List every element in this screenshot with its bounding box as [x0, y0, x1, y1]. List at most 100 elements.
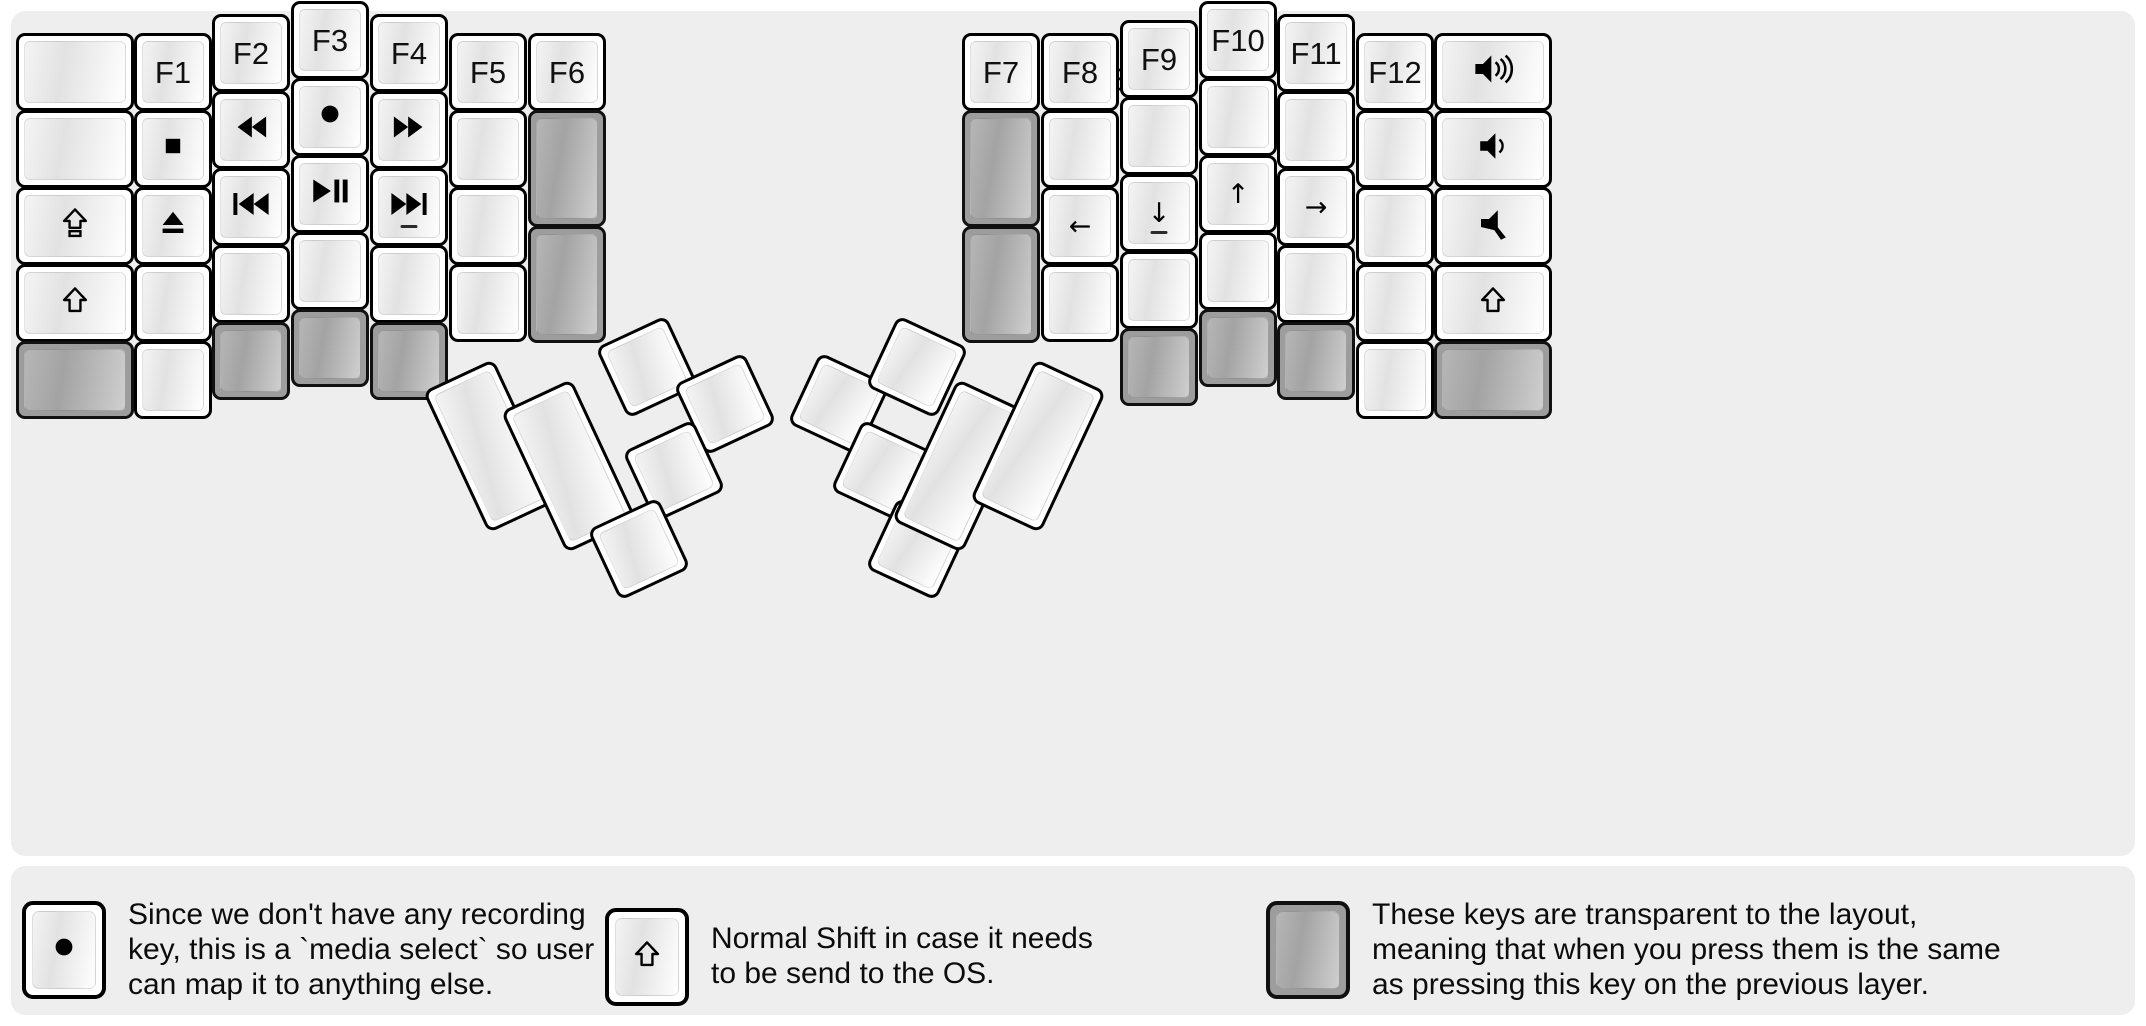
key-left-c6-r0[interactable]: F6	[528, 33, 606, 111]
key-left-c0-r2[interactable]	[16, 187, 134, 265]
key-right-c2-r1[interactable]	[1120, 97, 1198, 175]
volume-mute-icon	[1473, 203, 1513, 249]
key-right-c5-r2[interactable]	[1356, 187, 1434, 265]
key-left-c1-r1[interactable]	[134, 110, 212, 188]
key-left-c5-r3[interactable]	[449, 264, 527, 342]
legend-media-select-text: Since we don't have any recording key, t…	[128, 898, 595, 1001]
key-right-c3-r0[interactable]: F10	[1199, 1, 1277, 79]
key-right-c0-r1[interactable]	[962, 110, 1040, 227]
key-right-c6-r2[interactable]	[1434, 187, 1552, 265]
key-left-c0-r4[interactable]	[16, 341, 134, 419]
key-left-c3-r3[interactable]	[291, 232, 369, 310]
volume-down-icon	[1473, 126, 1513, 172]
keycap-surface	[1442, 272, 1544, 334]
key-right-c1-r2[interactable]: ←	[1041, 187, 1119, 265]
keycap-surface	[24, 118, 126, 180]
key-right-c3-r2[interactable]: ↑	[1199, 155, 1277, 233]
keycap-surface	[142, 272, 204, 334]
key-left-c3-r2[interactable]	[291, 155, 369, 233]
key-right-c4-r1[interactable]	[1277, 91, 1355, 169]
keycap-surface: F10	[1207, 9, 1269, 71]
key-left-c2-r4[interactable]	[212, 322, 290, 400]
keycap-surface	[220, 99, 282, 161]
key-right-c2-r3[interactable]	[1120, 251, 1198, 329]
keycap-surface	[378, 99, 440, 161]
keycap-surface: F1	[142, 41, 204, 103]
key-left-c1-r0[interactable]: F1	[134, 33, 212, 111]
key-left-c3-r4[interactable]	[291, 309, 369, 387]
key-left-c4-r1[interactable]	[370, 91, 448, 169]
volume-up-icon	[1472, 48, 1514, 96]
keycap-surface	[1049, 118, 1111, 180]
media-record-icon	[44, 927, 84, 973]
keycap-surface	[1442, 41, 1544, 103]
key-left-c3-r0[interactable]: F3	[291, 1, 369, 79]
key-right-c5-r3[interactable]	[1356, 264, 1434, 342]
key-right-c0-r2[interactable]	[962, 226, 1040, 343]
key-left-c4-r0[interactable]: F4	[370, 14, 448, 92]
key-left-c4-r3[interactable]	[370, 245, 448, 323]
keycap-surface	[1364, 195, 1426, 257]
key-right-c6-r3[interactable]	[1434, 264, 1552, 342]
key-left-c6-r2[interactable]	[528, 226, 606, 343]
keycap-surface	[1276, 911, 1340, 990]
key-right-c1-r1[interactable]	[1041, 110, 1119, 188]
shift-icon	[630, 937, 664, 977]
key-left-c1-r2[interactable]	[134, 187, 212, 265]
key-left-c4-r2[interactable]	[370, 168, 448, 246]
keycap-surface	[24, 195, 126, 257]
key-right-c2-r2[interactable]: ↓	[1120, 174, 1198, 252]
key-left-c6-r1[interactable]	[528, 110, 606, 227]
key-left-c0-r3[interactable]	[16, 264, 134, 342]
keycap-surface	[1207, 86, 1269, 148]
key-right-c3-r1[interactable]	[1199, 78, 1277, 156]
key-left-c2-r3[interactable]	[212, 245, 290, 323]
keycap-surface	[220, 253, 282, 315]
key-right-c1-r0[interactable]: F8	[1041, 33, 1119, 111]
key-left-c0-r1[interactable]	[16, 110, 134, 188]
keycap-surface: F5	[457, 41, 519, 103]
key-right-c6-r0[interactable]	[1434, 33, 1552, 111]
keycap-surface	[970, 118, 1032, 219]
key-right-c6-r1[interactable]	[1434, 110, 1552, 188]
key-right-c3-r4[interactable]	[1199, 309, 1277, 387]
keycap-surface: ←	[1049, 195, 1111, 257]
shift-icon	[1476, 283, 1510, 323]
legend-normal-shift-text: Normal Shift in case it needs to be send…	[711, 922, 1093, 990]
keycap-surface	[970, 234, 1032, 335]
key-left-c2-r2[interactable]	[212, 168, 290, 246]
key-right-c5-r0[interactable]: F12	[1356, 33, 1434, 111]
key-right-c2-r4[interactable]	[1120, 328, 1198, 406]
key-left-c2-r1[interactable]	[212, 91, 290, 169]
key-left-c1-r4[interactable]	[134, 341, 212, 419]
media-previous-icon	[229, 182, 273, 232]
key-left-c0-r0[interactable]	[16, 33, 134, 111]
key-right-c4-r3[interactable]	[1277, 245, 1355, 323]
key-left-c5-r0[interactable]: F5	[449, 33, 527, 111]
keycap-surface	[605, 325, 689, 409]
key-right-c4-r2[interactable]: →	[1277, 168, 1355, 246]
keycap-surface	[1442, 118, 1544, 180]
key-left-c5-r2[interactable]	[449, 187, 527, 265]
keycap-surface	[1364, 349, 1426, 411]
keycap-surface: F11	[1285, 22, 1347, 84]
keycap-surface: F4	[378, 22, 440, 84]
key-right-c2-r0[interactable]: F9	[1120, 20, 1198, 98]
key-right-c3-r3[interactable]	[1199, 232, 1277, 310]
key-left-c1-r3[interactable]	[134, 264, 212, 342]
key-left-c2-r0[interactable]: F2	[212, 14, 290, 92]
key-label: F11	[1290, 35, 1342, 71]
keycap-surface	[457, 195, 519, 257]
keycap-surface	[536, 234, 598, 335]
key-right-c1-r3[interactable]	[1041, 264, 1119, 342]
key-right-c0-r0[interactable]: F7	[962, 33, 1040, 111]
keycap-surface: F7	[970, 41, 1032, 103]
key-label: F4	[390, 35, 428, 71]
key-right-c5-r4[interactable]	[1356, 341, 1434, 419]
key-right-c6-r4[interactable]	[1434, 341, 1552, 419]
key-left-c5-r1[interactable]	[449, 110, 527, 188]
key-right-c5-r1[interactable]	[1356, 110, 1434, 188]
key-right-c4-r4[interactable]	[1277, 322, 1355, 400]
key-left-c3-r1[interactable]	[291, 78, 369, 156]
key-right-c4-r0[interactable]: F11	[1277, 14, 1355, 92]
